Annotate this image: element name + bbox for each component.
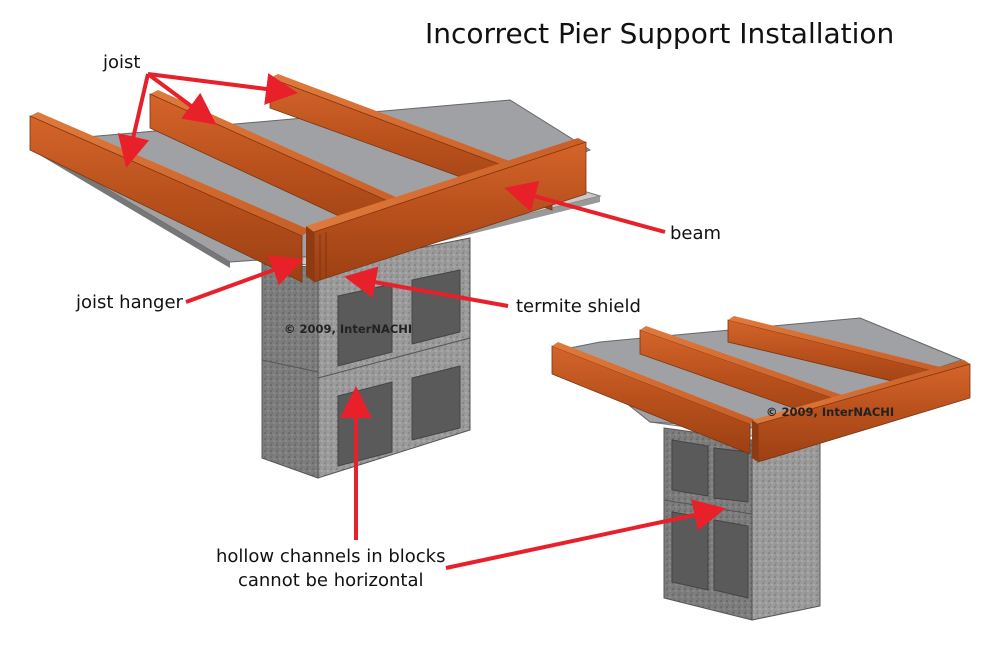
arrow-hollow-right [445,499,726,570]
right-joists [551,316,944,455]
copyright-left: © 2009, InterNACHI [284,322,413,336]
right-pier [663,427,821,621]
arrow-joist-hanger [185,255,304,304]
label-beam: beam [670,223,722,244]
left-beam [306,138,587,283]
arrow-beam [504,180,666,234]
copyright-right: © 2009, InterNACHI [766,405,895,419]
label-hollow-line1: hollow channels in blocks [216,546,446,567]
label-hollow-channels: hollow channels in blocks cannot be hori… [216,545,445,593]
arrow-joist-1 [147,72,298,105]
arrow-joist-3 [117,73,150,168]
label-hollow-line2: cannot be horizontal [237,570,424,591]
arrow-termite-shield [344,266,509,308]
arrow-joist-2 [146,72,217,125]
label-joist: joist [103,52,141,73]
diagram-title: Incorrect Pier Support Installation [425,17,895,50]
callout-arrows [117,72,726,570]
label-joist-hanger: joist hanger [76,292,183,313]
label-termite-shield: termite shield [516,296,641,317]
left-subfloor-edge [38,148,230,268]
right-beam [752,360,971,463]
